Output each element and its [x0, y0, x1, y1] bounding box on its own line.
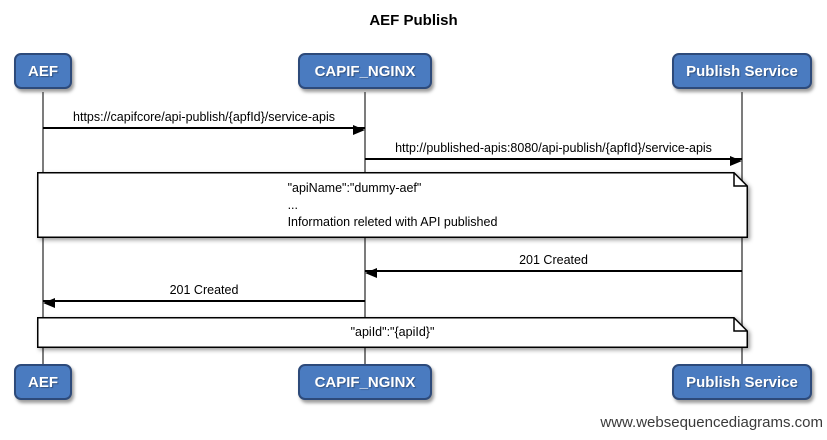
- message-publish-request: https://capifcore/api-publish/{apfId}/se…: [43, 110, 365, 135]
- actor-label: AEF: [28, 373, 58, 391]
- message-forward-request: http://published-apis:8080/api-publish/{…: [365, 141, 742, 166]
- arrowhead-right-icon: [730, 156, 742, 166]
- note-text: "apiName":"dummy-aef" ... Information re…: [37, 172, 748, 238]
- message-label: http://published-apis:8080/api-publish/{…: [395, 141, 712, 155]
- actor-box-aef-top: AEF: [14, 53, 72, 89]
- message-label: 201 Created: [169, 283, 239, 297]
- arrowhead-right-icon: [353, 125, 365, 135]
- actor-label: AEF: [28, 62, 58, 80]
- actor-label: CAPIF_NGINX: [314, 62, 416, 80]
- message-201-created-to-aef: 201 Created: [43, 283, 365, 308]
- arrowhead-left-icon: [365, 268, 377, 278]
- note-shape: [37, 172, 748, 238]
- note-api-info: "apiName":"dummy-aef" ... Information re…: [37, 172, 748, 238]
- message-label: 201 Created: [519, 253, 588, 267]
- note-api-id: "apiId":"{apiId}": [37, 317, 748, 348]
- actor-label: CAPIF_NGINX: [314, 373, 416, 391]
- actor-label: Publish Service: [686, 62, 798, 80]
- note-shape: [37, 317, 748, 348]
- note-line: ...: [287, 197, 298, 212]
- message-arrow-line: [43, 298, 365, 308]
- note-line: "apiName":"dummy-aef": [287, 180, 422, 195]
- actor-box-aef-bottom: AEF: [14, 364, 72, 400]
- actor-box-capif-nginx-bottom: CAPIF_NGINX: [298, 364, 432, 400]
- actor-label: Publish Service: [686, 373, 798, 391]
- message-arrow-line: [43, 125, 365, 135]
- message-arrow-line: [365, 156, 742, 166]
- note-line: Information releted with API published: [287, 214, 498, 229]
- actor-box-publish-service-top: Publish Service: [672, 53, 812, 89]
- message-arrow-line: [365, 268, 742, 278]
- note-line: "apiId":"{apiId}": [350, 325, 435, 339]
- actor-box-capif-nginx-top: CAPIF_NGINX: [298, 53, 432, 89]
- actor-box-publish-service-bottom: Publish Service: [672, 364, 812, 400]
- message-label: https://capifcore/api-publish/{apfId}/se…: [73, 110, 335, 124]
- diagram-title: AEF Publish: [369, 12, 458, 29]
- message-201-created-to-capif: 201 Created: [365, 253, 742, 278]
- watermark-text: www.websequencediagrams.com: [600, 414, 823, 431]
- note-text: "apiId":"{apiId}": [37, 317, 748, 348]
- arrowhead-left-icon: [43, 298, 55, 308]
